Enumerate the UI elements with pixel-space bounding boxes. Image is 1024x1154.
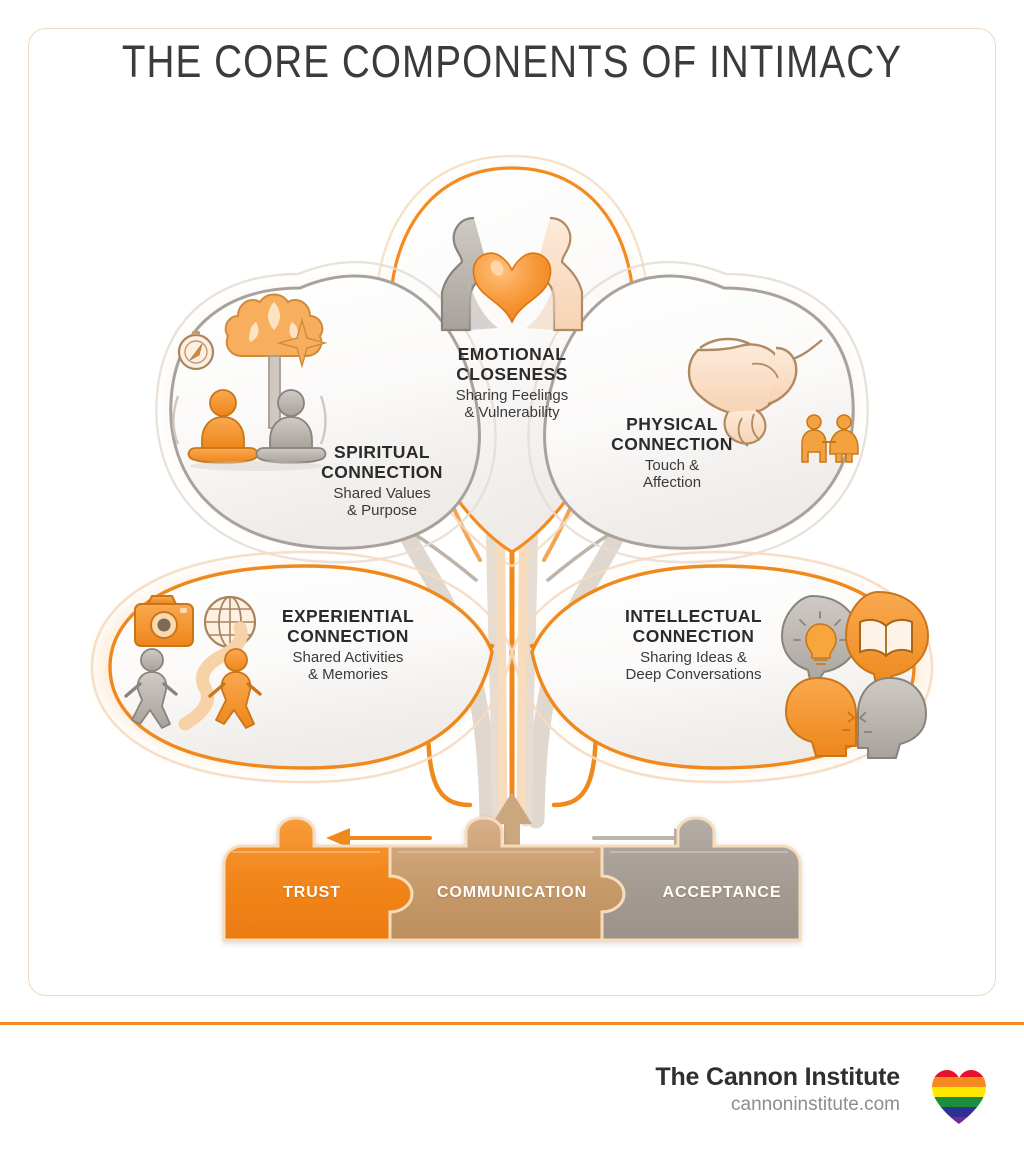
page-title: THE CORE COMPONENTS OF INTIMACY <box>121 36 903 87</box>
petal-title-intellectual: INTELLECTUAL CONNECTION <box>624 606 762 646</box>
petal-subtitle-emotional: Sharing Feelings & Vulnerability <box>455 387 569 421</box>
brand-name: The Cannon Institute <box>655 1063 900 1091</box>
infographic-card <box>28 28 996 996</box>
pride-heart-icon <box>928 1067 990 1129</box>
puzzle-label-acceptance: ACCEPTANCE <box>662 884 782 901</box>
petal-label-physical: PHYSICAL CONNECTION Touch & Affection <box>580 414 764 492</box>
petal-title-physical: PHYSICAL CONNECTION <box>611 414 733 454</box>
footer-divider <box>0 1022 1024 1025</box>
petal-label-intellectual: INTELLECTUAL CONNECTION Sharing Ideas & … <box>586 606 801 684</box>
brand-url[interactable]: cannoninstitute.com <box>731 1094 900 1115</box>
puzzle-label-communication: COMMUNICATION <box>436 884 588 901</box>
petal-title-emotional: EMOTIONAL CLOSENESS <box>456 344 568 384</box>
petal-title-experiential: EXPERIENTIAL CONNECTION <box>281 606 415 646</box>
petal-label-experiential: EXPERIENTIAL CONNECTION Shared Activitie… <box>250 606 446 684</box>
petal-label-spiritual: SPIRITUAL CONNECTION Shared Values & Pur… <box>282 442 482 520</box>
brand-block: The Cannon Institute cannoninstitute.com <box>655 1063 900 1116</box>
puzzle-label-trust: TRUST <box>283 884 341 901</box>
petal-subtitle-physical: Touch & Affection <box>642 457 702 491</box>
petal-subtitle-experiential: Shared Activities & Memories <box>292 649 404 683</box>
footer: The Cannon Institute cannoninstitute.com <box>0 1025 1024 1154</box>
petal-title-spiritual: SPIRITUAL CONNECTION <box>321 442 443 482</box>
petal-subtitle-intellectual: Sharing Ideas & Deep Conversations <box>625 649 762 683</box>
petal-subtitle-spiritual: Shared Values & Purpose <box>333 485 431 519</box>
petal-label-emotional: EMOTIONAL CLOSENESS Sharing Feelings & V… <box>400 344 624 422</box>
